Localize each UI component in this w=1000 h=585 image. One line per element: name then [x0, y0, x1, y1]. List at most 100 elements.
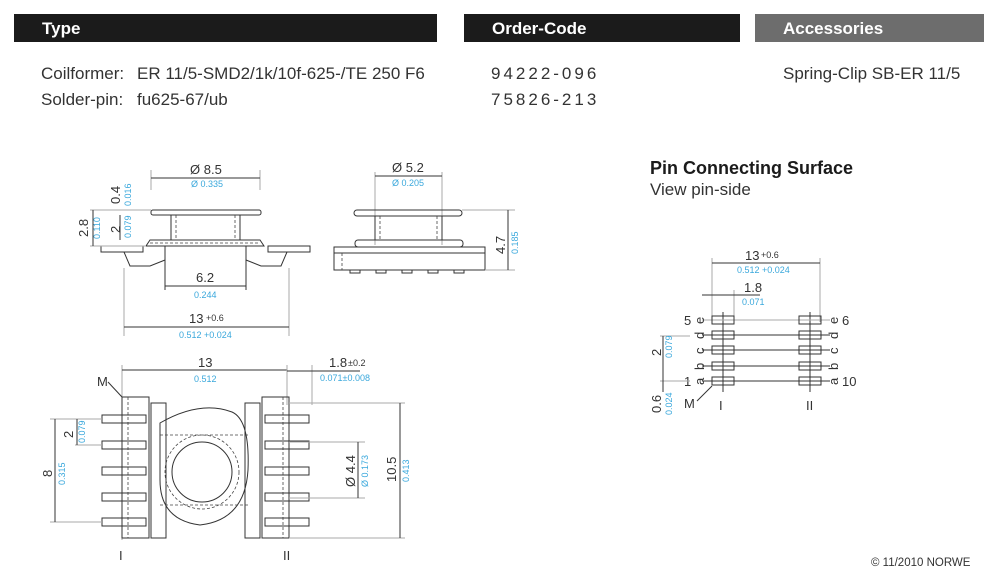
front-pin — [427, 269, 439, 274]
pin-left-top-num: 5 — [684, 313, 691, 328]
pin-offset-label: 0.6 — [649, 395, 664, 413]
front-pin — [453, 269, 465, 274]
pin-letter-right: d — [826, 332, 841, 339]
top-pin-in-label: 0.071±0.008 — [320, 373, 370, 383]
pin-right-bottom-num: 10 — [842, 374, 856, 389]
top-pin-right — [264, 414, 310, 424]
solder-pin-label: Solder-pin: — [41, 90, 124, 109]
accessory-item: Spring-Clip SB-ER 11/5 — [783, 64, 961, 83]
side-width-tol-label: +0.6 — [206, 313, 224, 323]
pin-row-II-label: II — [806, 398, 813, 413]
pin-letter-right: e — [826, 317, 841, 324]
pin-pitch-label: 2 — [649, 349, 664, 356]
pin-width-in-label: 0.512 +0.024 — [737, 265, 790, 275]
top-pin-right — [264, 517, 310, 527]
pin-letter-left: a — [692, 377, 707, 385]
front-pin — [349, 269, 361, 274]
front-pin — [401, 269, 413, 274]
side-dia-in-label: Ø 0.335 — [191, 179, 223, 189]
top-marker-label: M — [97, 374, 108, 389]
pin-surface-subtitle: View pin-side — [650, 180, 751, 199]
front-pin — [375, 269, 387, 274]
side-width-label: 13 — [189, 311, 203, 326]
coilformer-order-code: 94222-096 — [491, 64, 600, 83]
top-core-label: Ø 4.4 — [343, 455, 358, 487]
top-row-I-label: I — [119, 548, 123, 563]
copyright: © 11/2010 NORWE — [871, 557, 971, 569]
pin-letter-left: d — [692, 332, 707, 339]
pin-letter-right: a — [826, 377, 841, 385]
top-pitch-label: 2 — [61, 431, 76, 438]
pin-row-I-label: I — [719, 398, 723, 413]
pin-pad-left — [711, 376, 735, 386]
side-body-in-label: 0.079 — [123, 215, 133, 238]
top-width-in-label: 0.512 — [194, 374, 217, 384]
top-pin-label: 1.8 — [329, 355, 347, 370]
front-height-label: 4.7 — [493, 236, 508, 254]
pin-pitch-in-label: 0.079 — [664, 335, 674, 358]
side-inner-in-label: 0.244 — [194, 290, 217, 300]
top-pitch-in-label: 0.079 — [77, 420, 87, 443]
side-flange-label: 0.4 — [108, 186, 123, 204]
side-view: Ø 8.5 Ø 0.335 6.2 0.244 13 +0.6 0.512 +0… — [76, 162, 311, 340]
top-pin-left — [101, 517, 147, 527]
pin-pad-right — [798, 376, 822, 386]
pin-pad-right — [798, 315, 822, 325]
top-pins-left — [101, 414, 147, 527]
front-view: Ø 5.2 Ø 0.205 4.7 0.185 — [333, 160, 520, 274]
top-view: 13 0.512 1.8 ±0.2 0.071±0.008 M 8 0.315 … — [40, 355, 411, 563]
front-pins — [349, 269, 465, 274]
top-pin-left — [101, 466, 147, 476]
top-pins-right — [264, 414, 310, 527]
top-span-in-label: 0.315 — [57, 462, 67, 485]
top-pin-right — [264, 440, 310, 450]
coilformer-value: ER 11/5-SMD2/1k/10f-625-/TE 250 F6 — [137, 64, 425, 83]
pin-pad-left — [711, 330, 735, 340]
pin-pad-right — [798, 361, 822, 371]
solder-pin-value: fu625-67/ub — [137, 90, 228, 109]
order-code-header: Order-Code — [464, 14, 740, 42]
pin-w-label: 1.8 — [744, 280, 762, 295]
type-header: Type — [14, 14, 437, 42]
pin-pad-right — [798, 330, 822, 340]
pin-w-in-label: 0.071 — [742, 297, 765, 307]
pin-pad-left — [711, 315, 735, 325]
pin-surface-title: Pin Connecting Surface — [650, 158, 854, 178]
side-inner-label: 6.2 — [196, 270, 214, 285]
top-length-in-label: 0.413 — [401, 459, 411, 482]
side-width-in-label: 0.512 +0.024 — [179, 330, 232, 340]
top-pin-left — [101, 492, 147, 502]
pin-width-label: 13 — [745, 248, 759, 263]
pin-letter-right: b — [826, 363, 841, 370]
pin-offset-in-label: 0.024 — [664, 392, 674, 415]
coilformer-label: Coilformer: — [41, 64, 125, 83]
pin-right-top-num: 6 — [842, 313, 849, 328]
top-span-label: 8 — [40, 470, 55, 477]
side-height-label: 2.8 — [76, 219, 91, 237]
front-dia-in-label: Ø 0.205 — [392, 178, 424, 188]
pin-marker-label: M — [684, 396, 695, 411]
pin-pad-left — [711, 361, 735, 371]
pin-pad-right — [798, 345, 822, 355]
pin-letter-right: c — [826, 347, 841, 354]
top-pin-right — [264, 466, 310, 476]
solder-pin-order-code: 75826-213 — [491, 90, 600, 109]
side-dia-label: Ø 8.5 — [190, 162, 222, 177]
top-pin-tol-label: ±0.2 — [348, 358, 365, 368]
top-length-label: 10.5 — [384, 457, 399, 482]
pin-pad-left — [711, 345, 735, 355]
top-pin-left — [101, 440, 147, 450]
top-core-in-label: Ø 0.173 — [360, 455, 370, 487]
pin-letter-left: b — [692, 363, 707, 370]
pin-letter-left: c — [692, 347, 707, 354]
top-pin-left — [101, 414, 147, 424]
top-pin-right — [264, 492, 310, 502]
top-width-label: 13 — [198, 355, 212, 370]
top-row-II-label: II — [283, 548, 290, 563]
pin-letter-left: e — [692, 317, 707, 324]
side-height-in-label: 0.110 — [92, 217, 102, 239]
side-body-label: 2 — [108, 226, 123, 233]
pin-width-tol-label: +0.6 — [761, 250, 779, 260]
